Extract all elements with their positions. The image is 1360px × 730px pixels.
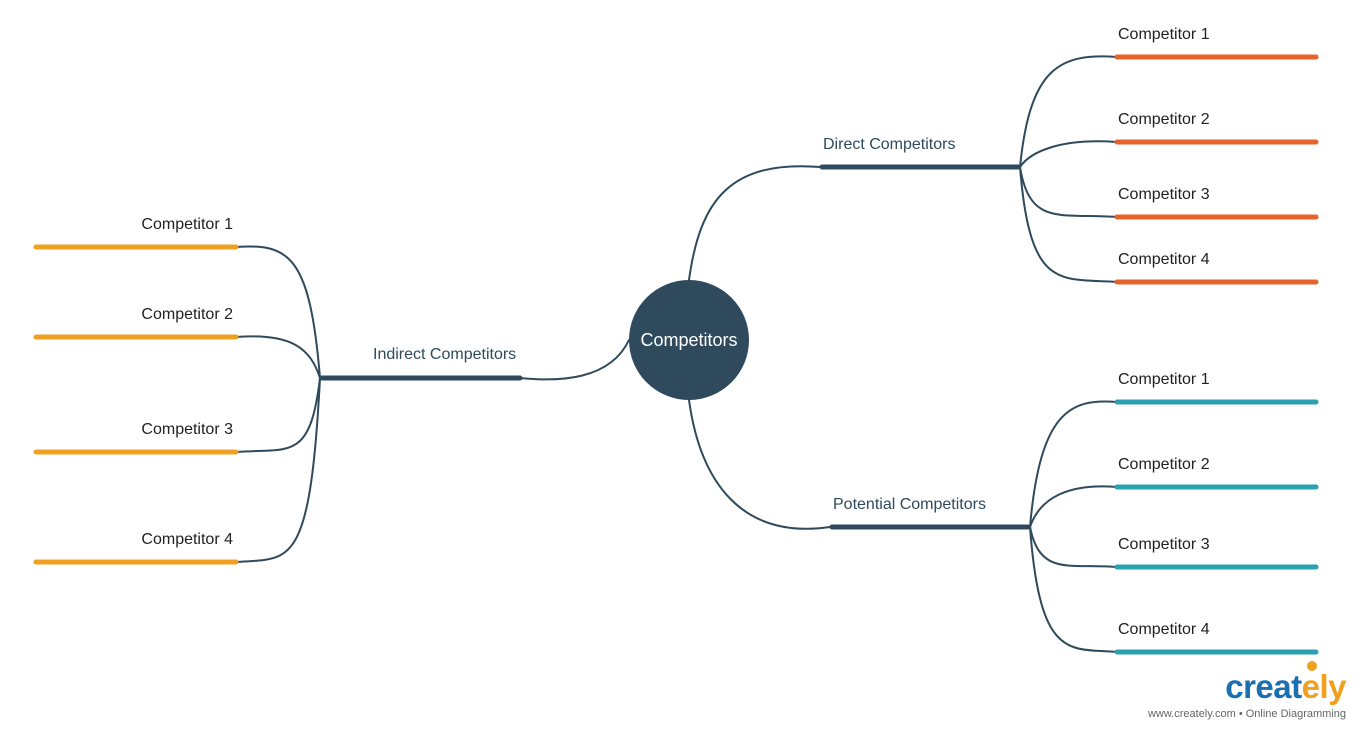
- connector-potential-item: [1029, 485, 1118, 528]
- connector-indirect-item: [235, 377, 321, 453]
- direct-item-label[interactable]: Competitor 1: [1118, 26, 1210, 43]
- connector-indirect-item: [235, 377, 321, 563]
- connector-to-direct: [688, 165, 821, 281]
- connector-indirect-item: [235, 335, 321, 379]
- indirect-item-label[interactable]: Competitor 2: [141, 306, 233, 323]
- center-node[interactable]: Competitors: [629, 280, 749, 400]
- direct-item-label[interactable]: Competitor 2: [1118, 111, 1210, 128]
- connector-potential-item: [1029, 526, 1118, 568]
- potential-item-label[interactable]: Competitor 1: [1118, 371, 1210, 388]
- center-label: Competitors: [640, 329, 738, 350]
- lightbulb-icon: [1307, 661, 1317, 671]
- connector-potential-item: [1029, 526, 1118, 653]
- connector-direct-item: [1019, 166, 1118, 218]
- connector-direct-item: [1019, 55, 1118, 168]
- logo-text-accent: ely: [1301, 668, 1347, 705]
- potential-item-label[interactable]: Competitor 3: [1118, 536, 1210, 553]
- connector-indirect-item: [235, 245, 321, 379]
- brand-tagline: www.creately.com • Online Diagramming: [1147, 708, 1346, 720]
- direct-item-label[interactable]: Competitor 4: [1118, 251, 1210, 268]
- branch-label-potential[interactable]: Potential Competitors: [833, 496, 986, 513]
- connector-direct-item: [1019, 140, 1118, 168]
- indirect-item-label[interactable]: Competitor 1: [141, 216, 233, 233]
- direct-item-label[interactable]: Competitor 3: [1118, 186, 1210, 203]
- connector-direct-item: [1019, 166, 1118, 283]
- logo-text-main: creat: [1225, 668, 1302, 705]
- creately-branding: creately www.creately.com • Online Diagr…: [1147, 670, 1347, 721]
- creately-logo[interactable]: creately: [1148, 670, 1346, 704]
- indirect-item-label[interactable]: Competitor 3: [141, 421, 233, 438]
- connector-to-potential: [688, 399, 831, 530]
- indirect-item-label[interactable]: Competitor 4: [141, 531, 233, 548]
- connector-potential-item: [1029, 400, 1118, 528]
- potential-item-label[interactable]: Competitor 4: [1118, 621, 1210, 638]
- connector-to-indirect: [519, 339, 630, 381]
- potential-item-label[interactable]: Competitor 2: [1118, 456, 1210, 473]
- branch-label-direct[interactable]: Direct Competitors: [823, 136, 956, 153]
- branch-label-indirect[interactable]: Indirect Competitors: [373, 346, 517, 363]
